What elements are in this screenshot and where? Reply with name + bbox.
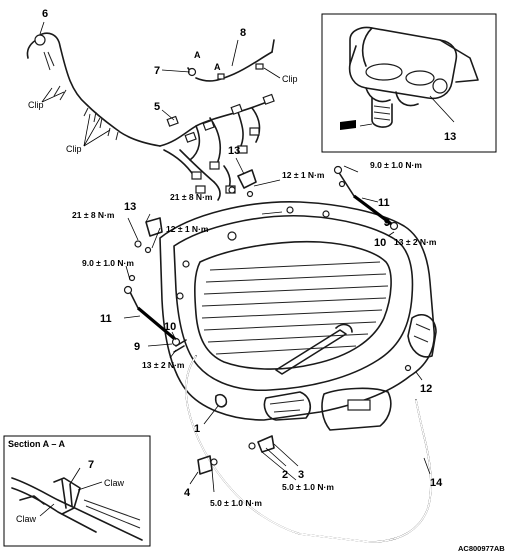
- callout-2: 2: [282, 469, 288, 481]
- callout-7-top: 7: [154, 65, 160, 77]
- callout-10-right: 10: [374, 237, 386, 249]
- wiring-harness: [26, 32, 275, 201]
- callout-6: 6: [42, 8, 48, 20]
- callout-12: 12: [420, 383, 432, 395]
- inset-part-13: [321, 13, 497, 153]
- callout-4: 4: [184, 487, 191, 499]
- clip-label-mid: Clip: [66, 144, 82, 154]
- torque-13-left: 13 ± 2 N·m: [142, 360, 185, 370]
- torque-9-right: 9.0 ± 1.0 N·m: [370, 160, 422, 170]
- callout-9-left: 9: [134, 341, 140, 353]
- callout-5: 5: [154, 101, 160, 113]
- tailgate-panel: [159, 201, 437, 431]
- torque-5-bottom: 5.0 ± 1.0 N·m: [210, 498, 262, 508]
- clip-label-left: Clip: [28, 100, 44, 110]
- harness-8: [187, 39, 275, 82]
- callout-11-right: 11: [378, 197, 390, 209]
- callout-10-left: 10: [164, 321, 176, 333]
- callout-14: 14: [430, 477, 443, 489]
- leader-lines: [39, 21, 431, 517]
- clip-label-top: Clip: [282, 74, 298, 84]
- callout-11-left: 11: [100, 313, 112, 325]
- torque-21-left: 21 ± 8 N·m: [72, 210, 115, 220]
- hinge-hardware: [134, 169, 275, 475]
- section-marker-a-1: A: [194, 50, 201, 60]
- claw-label-left: Claw: [16, 514, 37, 524]
- torque-12-left: 12 ± 1 N·m: [166, 224, 209, 234]
- callout-8: 8: [240, 27, 246, 39]
- section-marker-a-2: A: [214, 62, 221, 72]
- weatherstrip: [185, 355, 432, 543]
- callout-1: 1: [194, 423, 200, 435]
- section-title: Section A – A: [8, 439, 66, 449]
- callout-13-inset: 13: [444, 131, 456, 143]
- callout-13-left: 13: [124, 201, 136, 213]
- torque-5-mid: 5.0 ± 1.0 N·m: [282, 482, 334, 492]
- gas-strut-right: [333, 165, 399, 231]
- gas-strut-left: [123, 274, 181, 347]
- torque-12-top: 12 ± 1 N·m: [282, 170, 325, 180]
- diagram-id: AC800977AB: [458, 544, 505, 553]
- callout-13-harness: 13: [228, 145, 240, 157]
- callout-3: 3: [298, 469, 304, 481]
- torque-13-right: 13 ± 2 N·m: [394, 237, 437, 247]
- section-inset: [3, 435, 151, 547]
- torque-21-top: 21 ± 8 N·m: [170, 192, 213, 202]
- claw-label-right: Claw: [104, 478, 125, 488]
- torque-9-left: 9.0 ± 1.0 N·m: [82, 258, 134, 268]
- callout-7-section: 7: [88, 459, 94, 471]
- callout-9-right: 9: [384, 217, 390, 229]
